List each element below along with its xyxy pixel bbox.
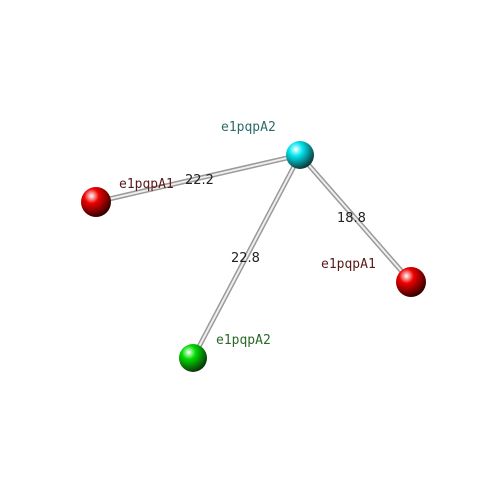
node-sphere[interactable] [179, 344, 207, 372]
node-n1[interactable] [81, 187, 111, 217]
edge-n0-n3 [297, 152, 414, 285]
node-n0[interactable] [286, 141, 314, 169]
edge-label-n0-n1: 22.2 [185, 173, 214, 188]
node-label-n0: e1pqpA2 [221, 120, 276, 135]
edges [93, 152, 414, 361]
node-label-n3: e1pqpA1 [321, 257, 376, 272]
edge-labels: 22.2 22.8 18.8 [185, 173, 366, 266]
node-n2[interactable] [179, 344, 207, 372]
edge-label-n0-n3: 18.8 [337, 211, 366, 226]
node-labels: e1pqpA2 e1pqpA1 e1pqpA2 e1pqpA1 [119, 120, 376, 348]
node-sphere[interactable] [286, 141, 314, 169]
node-sphere[interactable] [81, 187, 111, 217]
node-label-n1: e1pqpA1 [119, 177, 174, 192]
node-label-n2: e1pqpA2 [216, 333, 271, 348]
node-n3[interactable] [396, 267, 426, 297]
edge-n0-n1 [93, 152, 303, 205]
nodes [81, 141, 426, 372]
edge-n0-n2 [190, 152, 303, 361]
edge-label-n0-n2: 22.8 [231, 251, 260, 266]
node-sphere[interactable] [396, 267, 426, 297]
